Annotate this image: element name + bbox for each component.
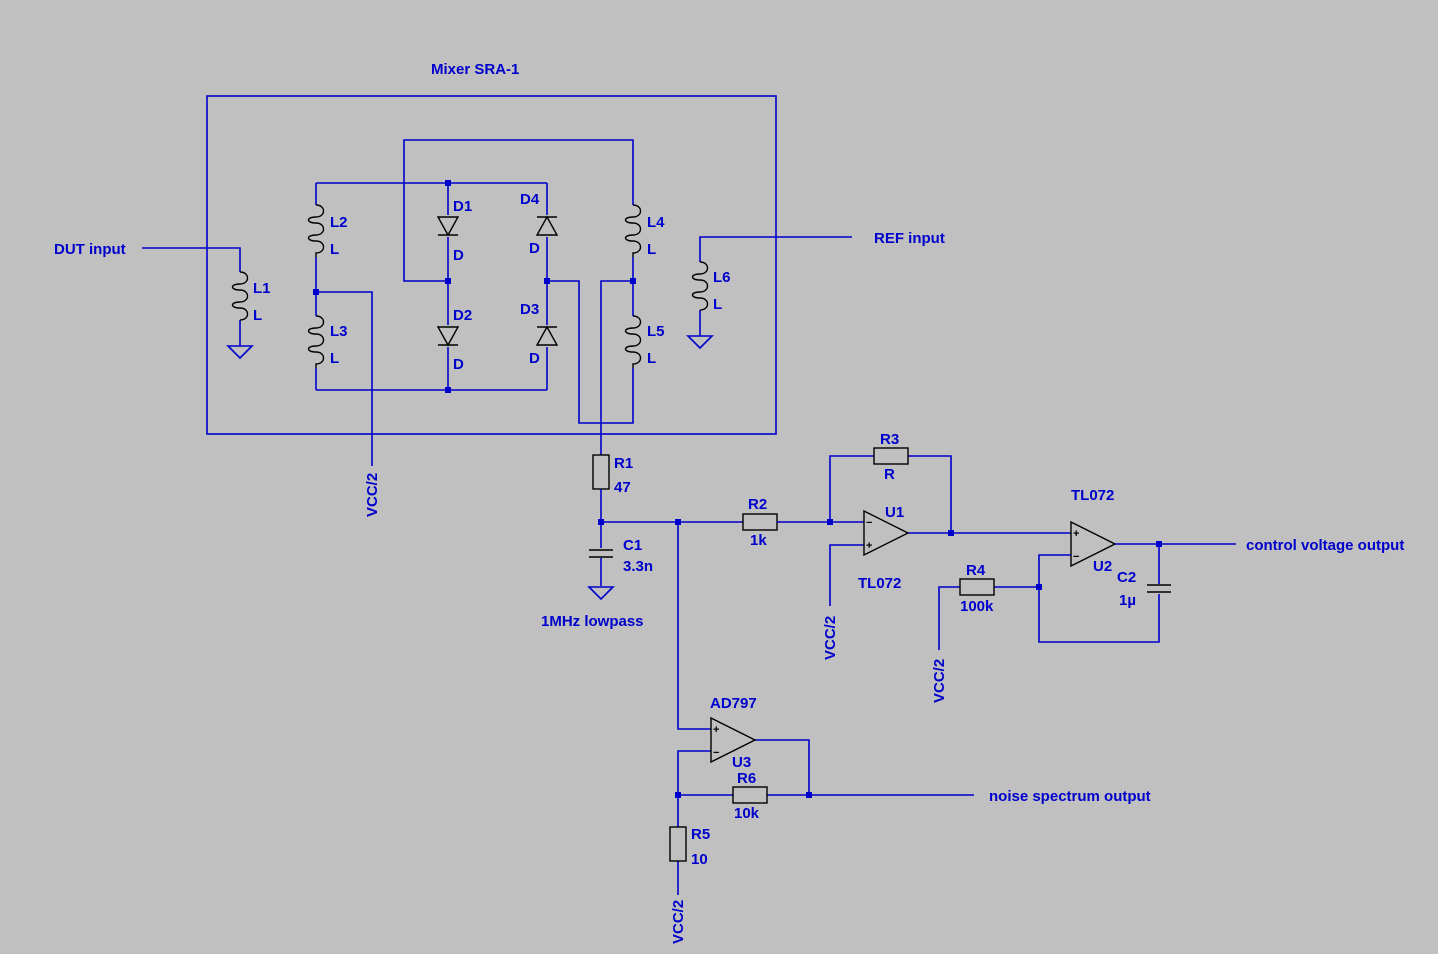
- diode-D3: [535, 325, 559, 346]
- D4-ref: D4: [520, 191, 540, 208]
- wire-lowpass: [600, 489, 743, 586]
- ground-symbol: [686, 335, 714, 350]
- R4-value: 100k: [960, 598, 994, 615]
- noise-output-label: noise spectrum output: [989, 788, 1151, 805]
- L6-value: L: [713, 296, 722, 313]
- L3-ref: L3: [330, 323, 348, 340]
- resistor-R6: [732, 786, 768, 804]
- R5-value: 10: [691, 851, 708, 868]
- L5-value: L: [647, 350, 656, 367]
- resistor-R4: [959, 578, 995, 596]
- svg-text:+: +: [1073, 528, 1079, 540]
- D2-ref: D2: [453, 307, 472, 324]
- U3-ref: U3: [732, 754, 751, 771]
- svg-text:−: −: [866, 517, 872, 529]
- vcc-label-u3: VCC/2: [670, 900, 687, 944]
- lowpass-note: 1MHz lowpass: [541, 613, 644, 630]
- inductor-L5: [624, 315, 642, 368]
- ground-symbol: [226, 345, 254, 360]
- L2-value: L: [330, 241, 339, 258]
- vcc-label-mixer: VCC/2: [364, 473, 381, 517]
- junction-dots: [313, 180, 1162, 798]
- U1-ref: U1: [885, 504, 904, 521]
- inductor-L2: [307, 204, 325, 257]
- R2-ref: R2: [748, 496, 767, 513]
- R3-value: R: [884, 466, 895, 483]
- D2-value: D: [453, 356, 464, 373]
- U3-value: AD797: [710, 695, 757, 712]
- wire-mixer-right: [600, 257, 634, 455]
- R1-ref: R1: [614, 455, 633, 472]
- R4-ref: R4: [966, 562, 986, 579]
- U2-value: TL072: [1071, 487, 1114, 504]
- ref-input-label: REF input: [874, 230, 945, 247]
- R3-ref: R3: [880, 431, 899, 448]
- wire-diode-column-right: [546, 183, 634, 424]
- capacitor-C1: [589, 549, 613, 558]
- wire-u1: [777, 455, 1071, 606]
- mixer-title: Mixer SRA-1: [431, 61, 519, 78]
- opamp-U2: + −: [1070, 520, 1117, 568]
- C2-ref: C2: [1117, 569, 1136, 586]
- diode-D2: [436, 326, 460, 347]
- L5-ref: L5: [647, 323, 665, 340]
- R6-value: 10k: [734, 805, 760, 822]
- D1-ref: D1: [453, 198, 472, 215]
- L1-value: L: [253, 307, 262, 324]
- mixer-box: [206, 95, 777, 435]
- L1-ref: L1: [253, 280, 271, 297]
- diode-D1: [436, 216, 460, 237]
- D3-value: D: [529, 350, 540, 367]
- L6-ref: L6: [713, 269, 731, 286]
- L3-value: L: [330, 350, 339, 367]
- resistor-R1: [592, 454, 610, 490]
- ground-symbol: [587, 586, 615, 601]
- control-output-label: control voltage output: [1246, 537, 1404, 554]
- L4-ref: L4: [647, 214, 665, 231]
- wire-u3: [677, 522, 974, 895]
- inductor-L4: [624, 204, 642, 257]
- inductor-L6: [691, 261, 709, 311]
- R5-ref: R5: [691, 826, 710, 843]
- wire-mixer-left: [315, 182, 547, 466]
- D1-value: D: [453, 247, 464, 264]
- C1-ref: C1: [623, 537, 642, 554]
- L4-value: L: [647, 241, 656, 258]
- svg-text:−: −: [713, 747, 719, 759]
- dut-input-label: DUT input: [54, 241, 126, 258]
- resistor-R3: [873, 447, 909, 465]
- resistor-R5: [669, 826, 687, 862]
- svg-text:+: +: [866, 540, 872, 552]
- opamp-U1: − +: [863, 509, 910, 557]
- opamp-U3: + −: [710, 716, 757, 764]
- R6-ref: R6: [737, 770, 756, 787]
- resistor-R2: [742, 513, 778, 531]
- U2-ref: U2: [1093, 558, 1112, 575]
- vcc-label-u1: VCC/2: [822, 616, 839, 660]
- wire-ref: [699, 236, 852, 336]
- svg-text:−: −: [1073, 551, 1079, 563]
- wire-diode-column-left: [403, 139, 634, 390]
- D3-ref: D3: [520, 301, 539, 318]
- vcc-label-u2: VCC/2: [931, 659, 948, 703]
- capacitor-C2: [1147, 584, 1171, 593]
- L2-ref: L2: [330, 214, 348, 231]
- svg-text:+: +: [713, 724, 719, 736]
- diode-D4: [535, 215, 559, 236]
- R1-value: 47: [614, 479, 631, 496]
- inductor-L1: [231, 271, 249, 321]
- C2-value: 1µ: [1119, 592, 1136, 609]
- wire-dut: [142, 247, 241, 346]
- inductor-L3: [307, 315, 325, 368]
- R2-value: 1k: [750, 532, 767, 549]
- D4-value: D: [529, 240, 540, 257]
- C1-value: 3.3n: [623, 558, 653, 575]
- U1-value: TL072: [858, 575, 901, 592]
- wire-u2: [938, 543, 1236, 650]
